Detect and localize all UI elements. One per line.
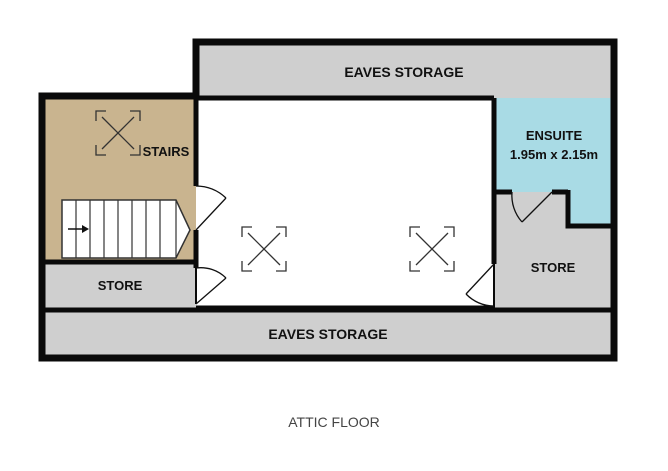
ensuite-room [494, 98, 614, 192]
thin-walls [195, 264, 495, 308]
eaves-storage-bottom-label: EAVES STORAGE [268, 326, 387, 342]
eaves-storage-top-label: EAVES STORAGE [344, 64, 463, 80]
skylight-icon [95, 110, 141, 156]
floor-caption: ATTIC FLOOR [288, 414, 380, 430]
skylight-icon [409, 226, 455, 272]
skylights [95, 110, 455, 272]
store-right-room [494, 192, 568, 308]
door-swing-icon [195, 185, 227, 231]
door-swings [195, 185, 553, 307]
door-swing-icon [511, 191, 553, 223]
door-swing-icon [195, 267, 227, 305]
eaves-storage-top-room [196, 42, 614, 98]
internal-walls [42, 95, 614, 313]
staircase [61, 199, 191, 259]
ensuite-room-extension [568, 190, 614, 226]
ensuite-size-label: 1.95m x 2.15m [510, 147, 598, 162]
main-attic-room [196, 98, 494, 308]
eaves-storage-bottom-room [42, 310, 614, 358]
door-swing-icon [465, 263, 495, 307]
store-left-label: STORE [98, 278, 143, 293]
store-right-room-extension [568, 226, 614, 308]
stairs-label: STAIRS [143, 144, 190, 159]
store-right-label: STORE [531, 260, 576, 275]
ensuite-label: ENSUITE [526, 128, 583, 143]
stair-arrow-icon [68, 225, 89, 233]
skylight-icon [241, 226, 287, 272]
store-left-room [42, 262, 196, 308]
outer-walls [38, 38, 618, 362]
